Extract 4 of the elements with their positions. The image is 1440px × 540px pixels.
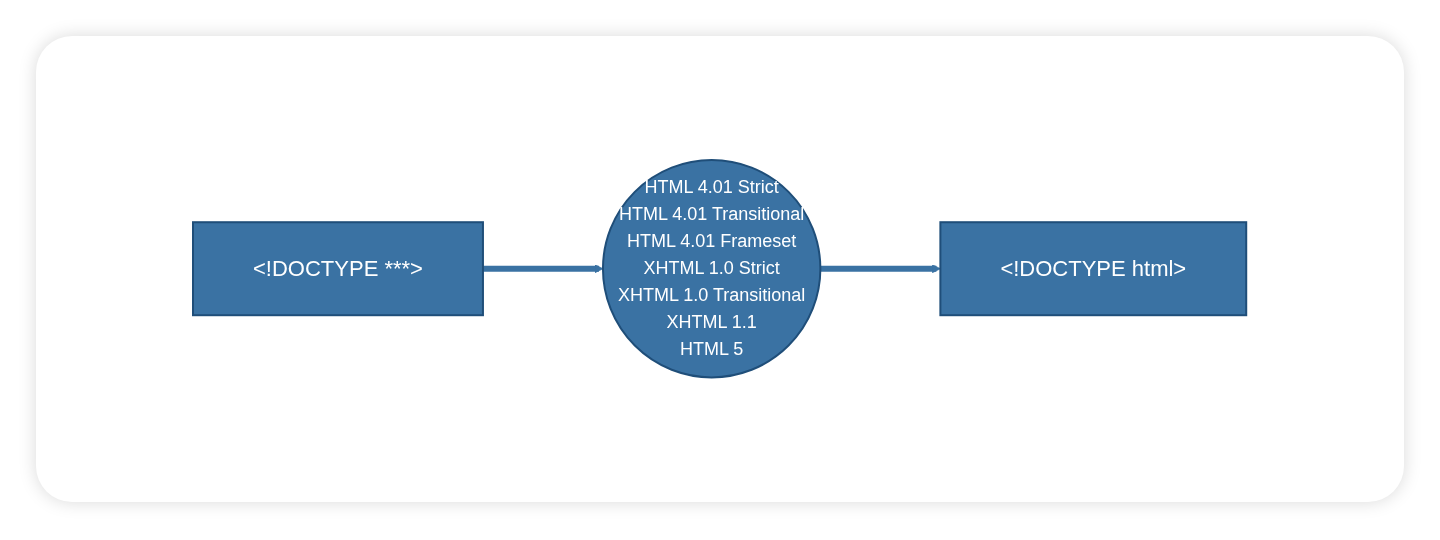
node-circle: HTML 4.01 Strict HTML 4.01 Transitional HTML 4.01 Frameset XHTML 1.0 Strict XHTML 1.0 Transitional XHTML 1.1 HTML 5	[602, 159, 822, 379]
arrow	[483, 264, 604, 274]
node-box: <!DOCTYPE html>	[939, 221, 1248, 317]
node-box: <!DOCTYPE ***>	[192, 221, 485, 317]
